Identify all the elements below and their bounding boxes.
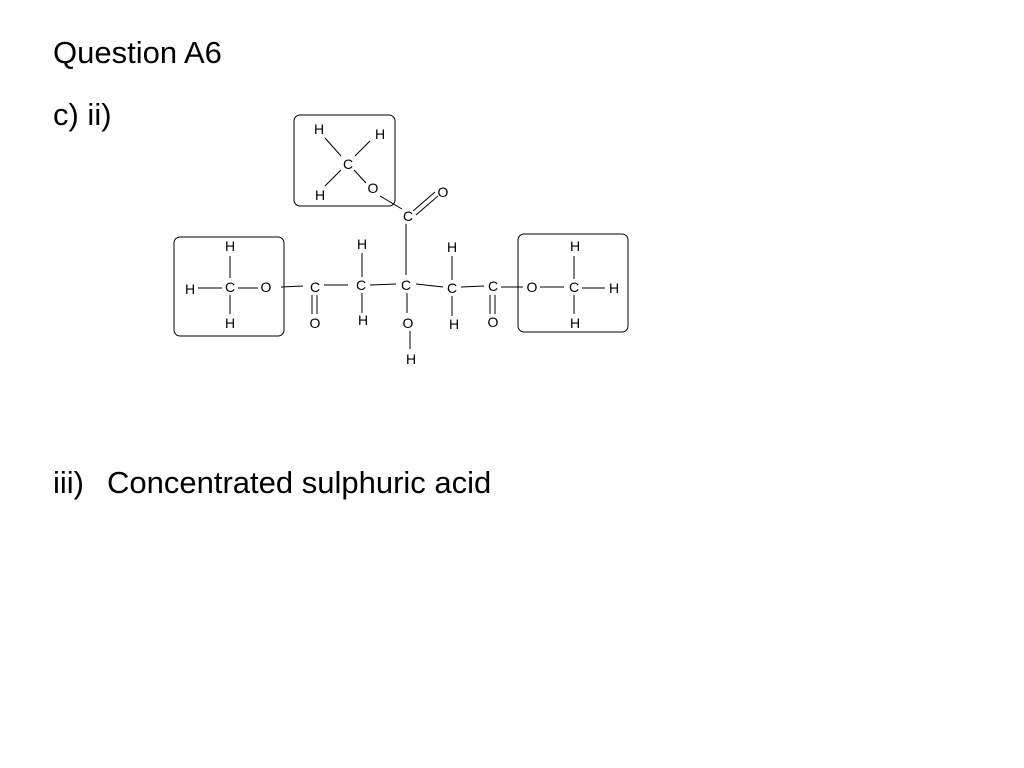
question-title: Question A6 [53,35,222,70]
atom-label: O [488,314,499,330]
atom-label: O [310,315,321,331]
double-bond-line [415,195,439,216]
atom-label: O [261,279,272,295]
question-part-label: c) ii) [53,97,112,132]
atom-label: H [406,351,416,367]
atom-label: H [357,236,367,252]
atom-label: O [368,180,379,196]
bond [324,137,342,157]
atom-label: H [225,238,235,254]
part-iii-answer: Concentrated sulphuric acid [107,465,492,500]
atom-label: C [310,279,320,295]
methyl-group-box-right [517,233,629,333]
atom-label: H [609,280,619,296]
atom-label: H [447,239,457,255]
double-bond-line [412,191,436,212]
bond [415,283,444,288]
bond [324,169,342,187]
bond [353,169,367,184]
bond [460,285,485,288]
bond [354,140,371,157]
part-iii-label: iii) [53,465,84,500]
atom-label: C [488,278,498,294]
atom-label: H [375,126,385,142]
atom-label: C [447,280,457,296]
atom-label: H [314,121,324,137]
bond [280,285,304,288]
atom-label: H [358,312,368,328]
atom-label: C [343,156,353,172]
atom-label: H [225,315,235,331]
atom-label: H [449,316,459,332]
atom-label: C [356,277,366,293]
atom-label: C [401,277,411,293]
atom-label: H [315,187,325,203]
atom-label: C [225,279,235,295]
atom-label: O [527,279,538,295]
atom-label: O [403,315,414,331]
atom-label: C [569,279,579,295]
atom-label: H [570,315,580,331]
atom-label: H [570,238,580,254]
atom-label: H [185,281,195,297]
atom-label: C [403,208,413,224]
bond [369,283,397,286]
methyl-group-box-top [293,114,396,207]
atom-label: O [438,184,449,200]
bond [379,195,403,210]
